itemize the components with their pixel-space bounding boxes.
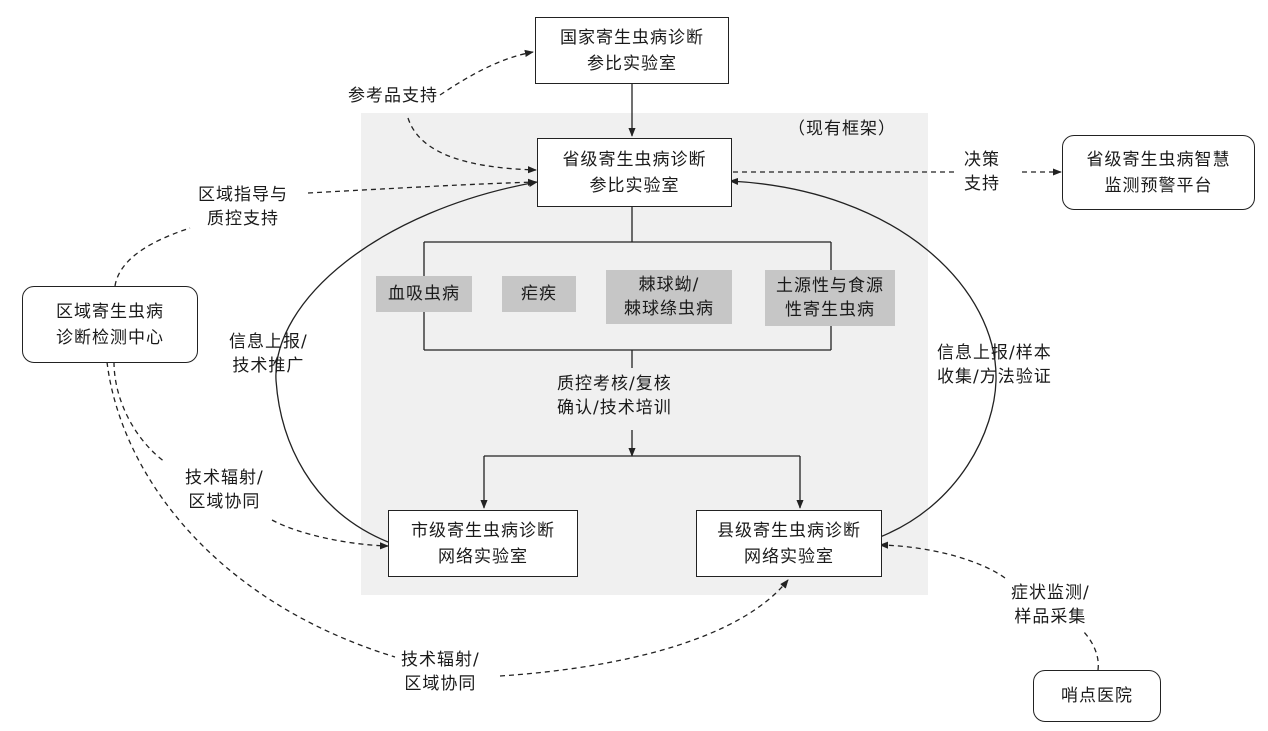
disease-soil-food-borne: 土源性与食源 性寄生虫病 <box>765 270 895 326</box>
label-radiation-county: 技术辐射/ 区域协同 <box>401 650 480 694</box>
dashed-radiation-city-to-city <box>271 519 389 550</box>
city-network-lab: 市级寄生虫病诊断 网络实验室 <box>388 510 578 577</box>
label-reference-support: 参考品支持 <box>348 86 438 106</box>
label-qc-training: 质控考核/复核 确认/技术培训 <box>557 374 672 418</box>
disease-malaria: 疟疾 <box>502 276 576 312</box>
dashed-reference-to-provincial <box>407 117 537 174</box>
provincial-reference-lab: 省级寄生虫病诊断 参比实验室 <box>537 138 732 207</box>
dashed-radiation-county-to-county <box>499 579 789 677</box>
dashed-reference-to-national <box>439 49 534 96</box>
national-reference-lab: 国家寄生虫病诊断 参比实验室 <box>535 17 729 84</box>
label-report-right: 信息上报/样本 收集/方法验证 <box>937 343 1052 387</box>
county-network-lab: 县级寄生虫病诊断 网络实验室 <box>696 510 882 577</box>
label-symptom-sampling: 症状监测/ 样品采集 <box>1011 583 1090 627</box>
dashed-guidance-to-provincial <box>307 178 537 194</box>
dashed-regional-to-radiation-city <box>113 361 166 463</box>
arc-city-to-provincial <box>275 179 538 543</box>
label-radiation-city: 技术辐射/ 区域协同 <box>185 468 264 512</box>
disease-schistosomiasis: 血吸虫病 <box>376 276 472 312</box>
label-regional-guidance: 区域指导与 质控支持 <box>198 185 288 229</box>
disease-echinococcosis: 棘球蚴/ 棘球绦虫病 <box>606 270 732 324</box>
label-report-left: 信息上报/ 技术推广 <box>229 332 308 376</box>
dashed-symptom-to-county <box>879 541 1006 579</box>
regional-diagnosis-center: 区域寄生虫病 诊断检测中心 <box>22 286 198 363</box>
sentinel-hospital: 哨点医院 <box>1033 670 1161 722</box>
frame-label: （现有框架） <box>788 119 896 139</box>
dashed-hospital-to-symptom <box>1081 629 1099 671</box>
dashed-regional-to-guidance <box>114 227 191 287</box>
label-decision-support: 决策 支持 <box>964 150 1000 194</box>
arc-county-to-provincial <box>729 177 997 538</box>
provincial-monitoring-platform: 省级寄生虫病智慧 监测预警平台 <box>1062 135 1255 210</box>
dashed-regional-to-radiation-county <box>106 361 396 658</box>
